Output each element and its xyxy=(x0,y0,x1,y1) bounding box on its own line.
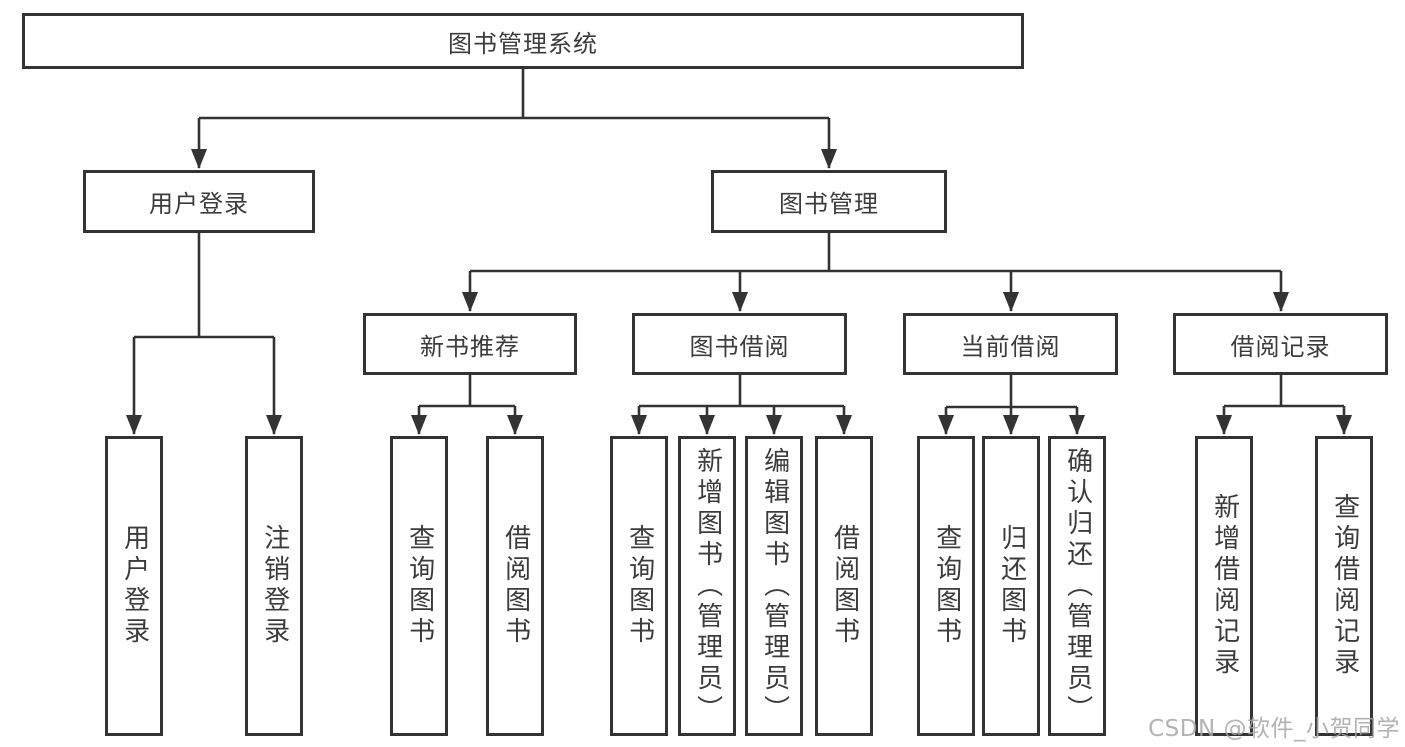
connector-user-login-branch xyxy=(126,233,282,435)
node-label: 图书管理 xyxy=(779,190,879,218)
leaf-label: 注销登录 xyxy=(259,524,290,648)
node-current-borrow: 当前借阅 xyxy=(903,313,1118,375)
node-label: 新书推荐 xyxy=(420,332,520,361)
leaf-add-borrow-record: 新增借阅记录 xyxy=(1195,436,1253,736)
connector-book-borrow xyxy=(631,375,852,435)
node-label: 当前借阅 xyxy=(960,332,1061,361)
node-label: 图书借阅 xyxy=(689,332,790,361)
node-borrow-records: 借阅记录 xyxy=(1173,313,1388,375)
node-label: 图书管理系统 xyxy=(448,29,598,58)
node-label: 用户登录 xyxy=(149,190,249,218)
node-new-book-recommend: 新书推荐 xyxy=(363,313,577,375)
node-book-management: 图书管理 xyxy=(711,170,947,233)
leaf-label: 借阅图书 xyxy=(829,524,860,648)
leaf-query-books-recommend: 查询图书 xyxy=(390,436,448,736)
leaf-label: 查询借阅记录 xyxy=(1329,493,1360,679)
leaf-query-borrow-record: 查询借阅记录 xyxy=(1315,436,1373,736)
leaf-label: 用户登录 xyxy=(119,524,150,648)
leaf-return-book: 归还图书 xyxy=(982,436,1040,736)
leaf-label: 新增图书（管理员） xyxy=(692,446,723,726)
leaf-label: 查询图书 xyxy=(404,524,435,648)
csdn-watermark: CSDN @软件_小贺同学 xyxy=(1148,716,1400,742)
leaf-logout: 注销登录 xyxy=(245,436,303,736)
node-book-borrow: 图书借阅 xyxy=(632,313,847,375)
leaf-label: 查询图书 xyxy=(931,524,962,648)
leaf-edit-book-admin: 编辑图书（管理员） xyxy=(745,436,803,736)
leaf-borrow-books-recommend: 借阅图书 xyxy=(486,436,544,736)
leaf-add-book-admin: 新增图书（管理员） xyxy=(678,436,736,736)
connector-borrow-records xyxy=(1216,375,1352,435)
leaf-borrow-books: 借阅图书 xyxy=(815,436,873,736)
leaf-query-books-borrow: 查询图书 xyxy=(610,436,668,736)
node-label: 借阅记录 xyxy=(1230,332,1331,361)
leaf-label: 查询图书 xyxy=(624,524,655,648)
leaf-label: 借阅图书 xyxy=(500,524,531,648)
connector-book-management-branch xyxy=(462,233,1289,312)
leaf-confirm-return-admin: 确认归还（管理员） xyxy=(1048,436,1106,736)
connector-current-borrow xyxy=(938,375,1085,435)
connector-root-to-level2 xyxy=(191,69,837,169)
leaf-label: 归还图书 xyxy=(996,524,1027,648)
leaf-user-login: 用户登录 xyxy=(105,436,163,736)
node-user-login: 用户登录 xyxy=(83,170,315,233)
leaf-label: 确认归还（管理员） xyxy=(1062,446,1093,726)
node-library-management-system: 图书管理系统 xyxy=(22,13,1024,69)
leaf-label: 新增借阅记录 xyxy=(1209,493,1240,679)
leaf-query-books-current: 查询图书 xyxy=(917,436,975,736)
leaf-label: 编辑图书（管理员） xyxy=(759,446,790,726)
connector-new-book-recommend xyxy=(411,375,523,435)
